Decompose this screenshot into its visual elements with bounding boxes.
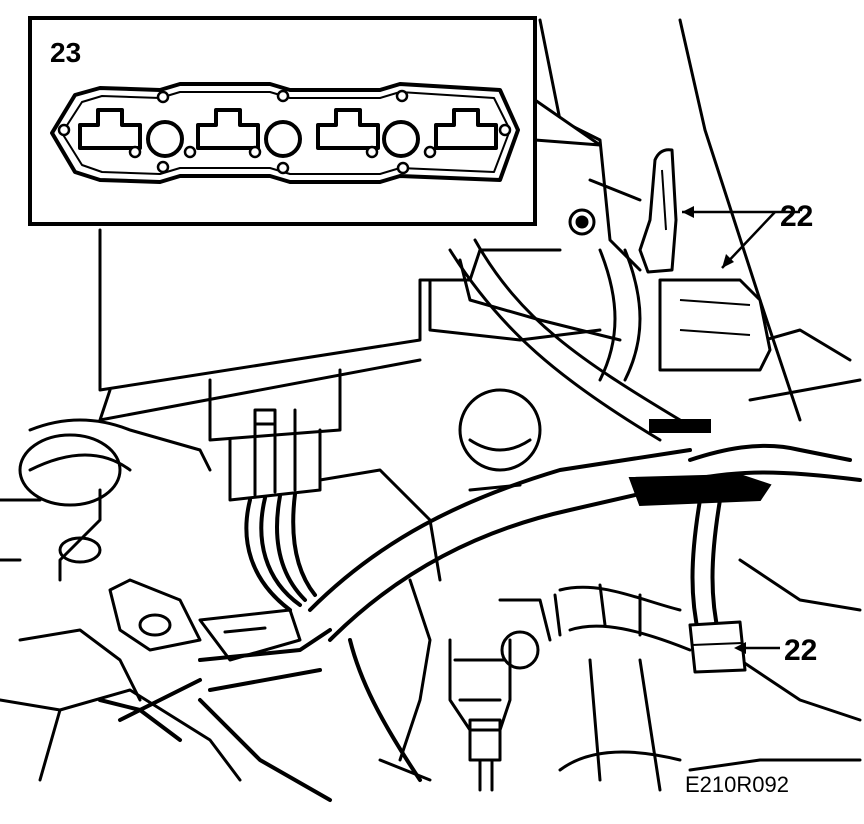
figure-code: E210R092 [685,772,789,797]
gasket-inset: 23 [28,16,602,226]
callout-22-lower: 22 [784,634,817,667]
harness-clip [628,419,772,507]
leader-arrowheads [682,206,746,654]
cable-tie-lower [688,620,747,674]
callout-23: 23 [50,37,81,68]
engine-background [0,18,862,792]
cable-tie-upper [638,148,772,372]
callout-22-upper: 22 [780,200,813,233]
leader-lines [682,210,800,650]
